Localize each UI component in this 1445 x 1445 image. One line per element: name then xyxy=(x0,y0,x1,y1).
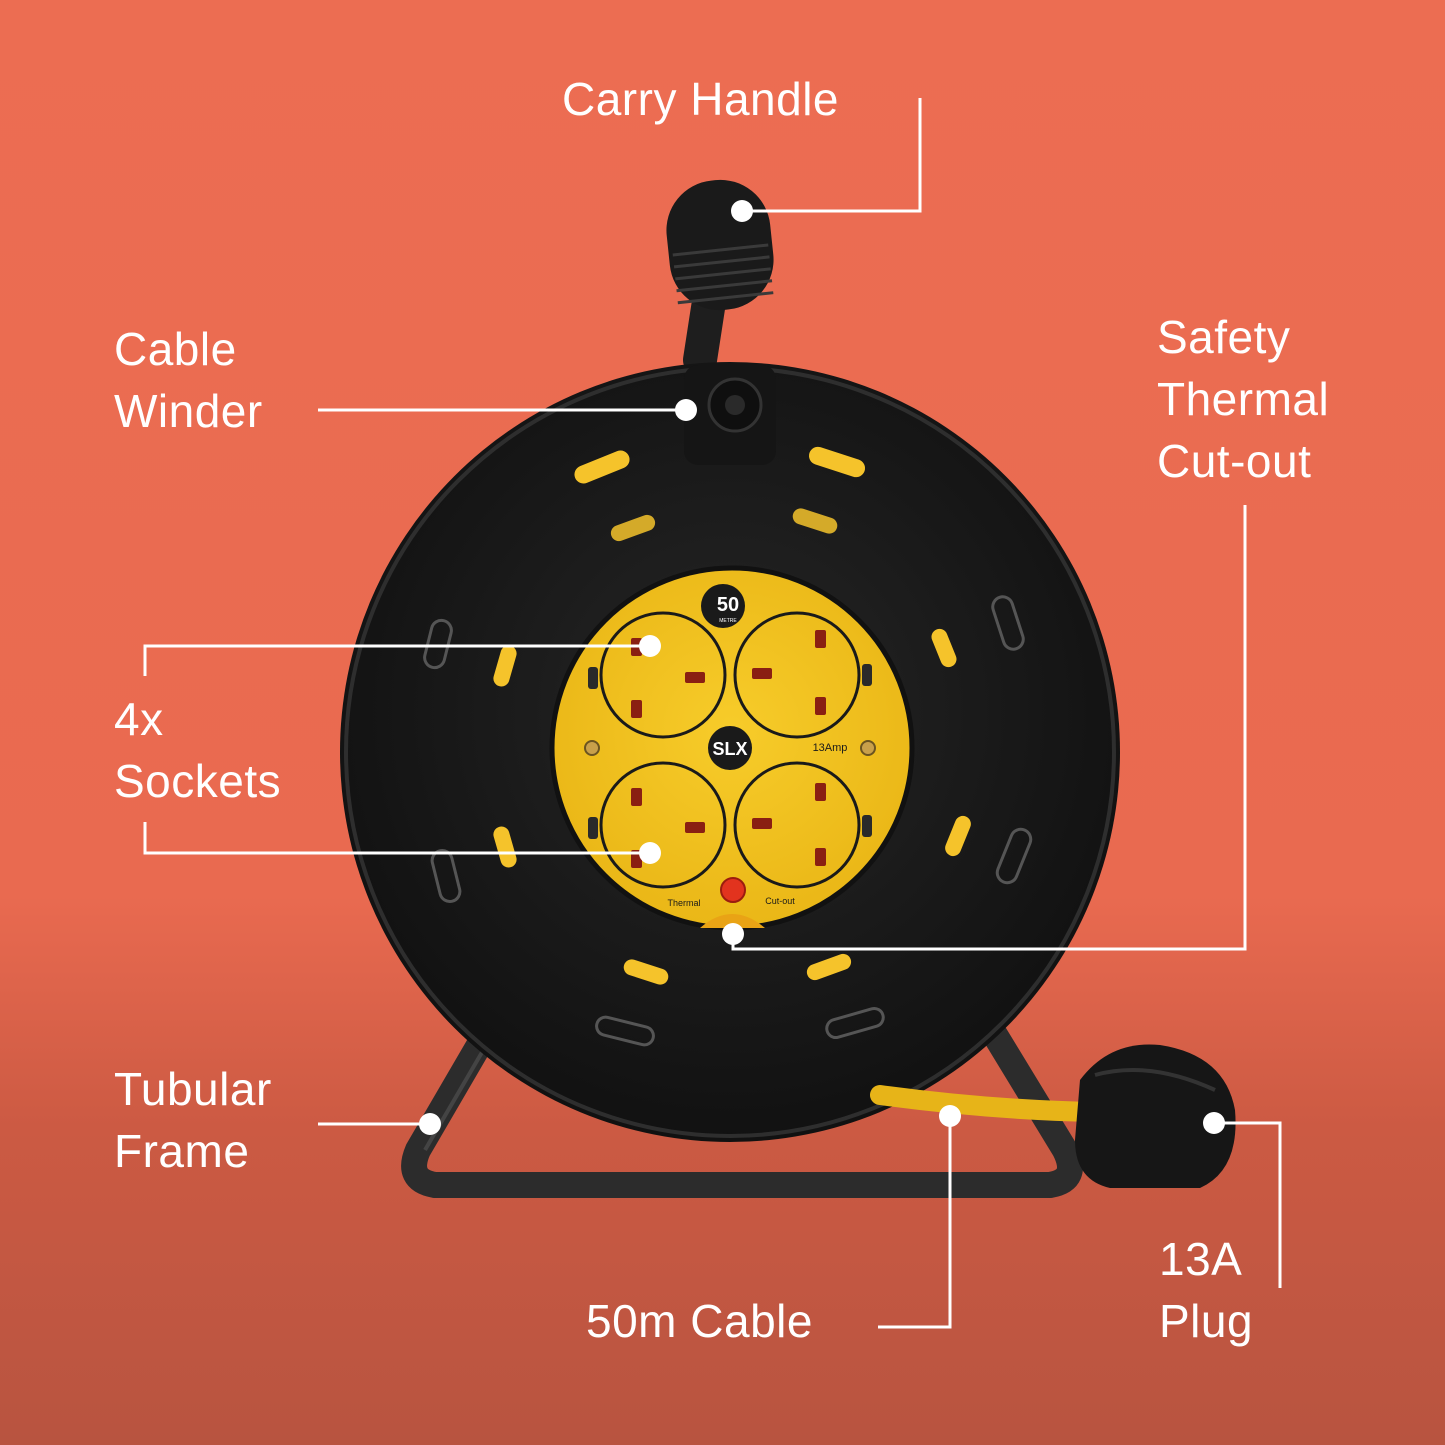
socket-2 xyxy=(733,611,861,739)
carry-handle-line xyxy=(742,98,922,213)
cable-label: 50m Cable xyxy=(586,1295,813,1347)
plug-label: 13A Plug xyxy=(1159,1233,1254,1347)
badge-unit: METRE xyxy=(719,618,737,624)
cable-dot xyxy=(939,1105,961,1127)
sockets-label: 4x Sockets xyxy=(114,693,282,807)
socket-top-dot xyxy=(639,635,661,657)
sockets xyxy=(599,611,861,889)
carry-handle xyxy=(666,179,774,377)
thermal-label-right: Cut-out xyxy=(765,896,795,906)
socket-pins xyxy=(631,630,826,868)
yellow-cable xyxy=(870,1085,1105,1122)
safety-cutout-dot xyxy=(722,923,744,945)
sockets-line-top xyxy=(143,644,650,676)
brand-text: SLX xyxy=(712,739,747,759)
cable-winder-knob xyxy=(684,365,776,465)
length-badge xyxy=(701,584,745,628)
brand-logo xyxy=(708,726,752,770)
rating-text: 13Amp xyxy=(813,742,848,754)
thermal-label-left: Thermal xyxy=(667,898,700,908)
thermal-cutout-button xyxy=(720,877,746,903)
plug-line xyxy=(1214,1121,1282,1288)
drum-slots xyxy=(423,446,1033,1047)
sockets-line-bottom xyxy=(143,822,650,855)
carry-handle-label: Carry Handle xyxy=(562,73,839,125)
socket-4 xyxy=(733,761,861,889)
carry-handle-dot xyxy=(731,200,753,222)
badge-number: 50 xyxy=(717,594,739,616)
cable-winder-label: Cable Winder xyxy=(114,323,263,437)
cable-winder-dot xyxy=(675,399,697,421)
tubular-frame-label: Tubular Frame xyxy=(114,1063,272,1177)
socket-bottom-dot xyxy=(639,842,661,864)
plug-dot xyxy=(1203,1112,1225,1134)
safety-cutout-label: Safety Thermal Cut-out xyxy=(1157,311,1330,487)
socket-1 xyxy=(599,611,727,739)
socket-3 xyxy=(599,761,727,889)
side-tabs xyxy=(588,664,872,839)
panel-screws xyxy=(584,740,876,756)
plug xyxy=(1075,1044,1236,1188)
cable-line xyxy=(878,1116,952,1329)
tubular-frame-dot xyxy=(419,1113,441,1135)
callout-dots xyxy=(419,200,1225,1135)
